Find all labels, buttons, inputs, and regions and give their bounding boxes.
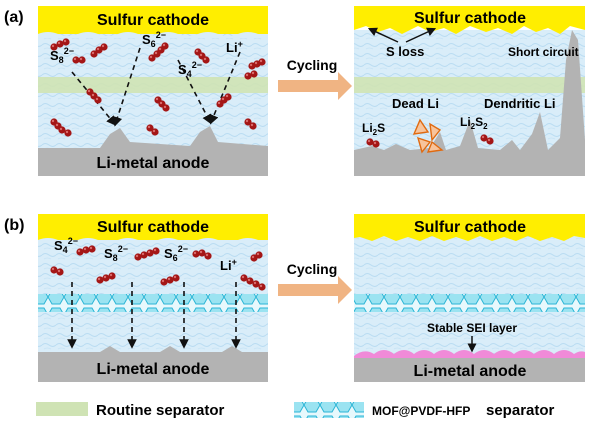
anode-label: Li-metal anode <box>97 155 210 172</box>
s-loss-label: S loss <box>386 44 424 59</box>
mof-separator-suffix: separator <box>486 402 555 419</box>
s6-label: S62− <box>164 244 188 263</box>
panel-a-before: Sulfur cathode Li-metal anode S82− S62− … <box>38 6 268 176</box>
dead-li-label: Dead Li <box>392 96 439 111</box>
panel-b-after: Sulfur cathode Li-metal anode Stable SEI… <box>354 214 585 382</box>
li-metal-anode <box>38 126 268 176</box>
panel-a-tag: (a) <box>4 9 24 26</box>
dendritic-li-label: Dendritic Li <box>484 96 556 111</box>
s4-label: S42− <box>178 60 202 79</box>
dead-li-shards <box>412 118 444 154</box>
li2s-label: Li2S <box>362 121 385 137</box>
li-ion-label: Li+ <box>226 39 243 55</box>
routine-separator-label: Routine separator <box>96 402 225 419</box>
s4-label: S42− <box>54 236 78 255</box>
panel-a-after: Sulfur cathode S loss Short circuit Dead… <box>354 6 585 176</box>
mof-separator-swatch <box>294 402 364 418</box>
cathode-label: Sulfur cathode <box>414 10 526 27</box>
sulfur-cathode-degraded <box>354 6 585 34</box>
sei-layer <box>354 350 585 360</box>
anode-label: Li-metal anode <box>97 361 210 378</box>
uniform-ion-arrows <box>67 282 241 349</box>
panel-b-tag: (b) <box>4 217 24 234</box>
mof-separator-label: MOF@PVDF-HFP <box>372 404 470 418</box>
cycling-arrow-b: Cycling <box>278 261 352 304</box>
anode-label: Li-metal anode <box>414 363 527 380</box>
s8-label: S82− <box>104 244 128 263</box>
li-ion-label: Li+ <box>220 257 237 273</box>
sulfur-cathode <box>38 6 268 34</box>
cathode-label: Sulfur cathode <box>414 219 526 236</box>
li-metal-anode <box>354 358 585 382</box>
dendrite-arrows <box>71 47 241 127</box>
routine-separator-swatch <box>36 402 88 416</box>
sei-label: Stable SEI layer <box>427 321 517 335</box>
routine-separator <box>38 77 268 93</box>
cathode-label: Sulfur cathode <box>97 12 209 29</box>
li2s2-label: Li2S2 <box>460 115 488 131</box>
sulfur-cathode <box>38 214 268 240</box>
cycling-arrow-a: Cycling <box>278 57 352 100</box>
dendritic-anode <box>354 30 585 176</box>
s6-label: S62− <box>142 30 166 49</box>
s-loss-arrows <box>367 27 437 43</box>
sulfur-cathode <box>354 214 585 241</box>
cycling-label: Cycling <box>287 57 338 73</box>
cycling-label: Cycling <box>287 261 338 277</box>
short-circuit-label: Short circuit <box>508 45 579 59</box>
cathode-label: Sulfur cathode <box>97 219 209 236</box>
mof-separator <box>38 294 268 312</box>
routine-separator <box>354 77 585 93</box>
mof-separator <box>354 294 585 312</box>
legend: Routine separator MOF@PVDF-HFP separator <box>36 402 555 419</box>
panel-b-before: Sulfur cathode Li-metal anode S42− S82− … <box>38 214 268 382</box>
s8-label: S82− <box>50 46 74 65</box>
li-metal-anode <box>38 346 268 382</box>
